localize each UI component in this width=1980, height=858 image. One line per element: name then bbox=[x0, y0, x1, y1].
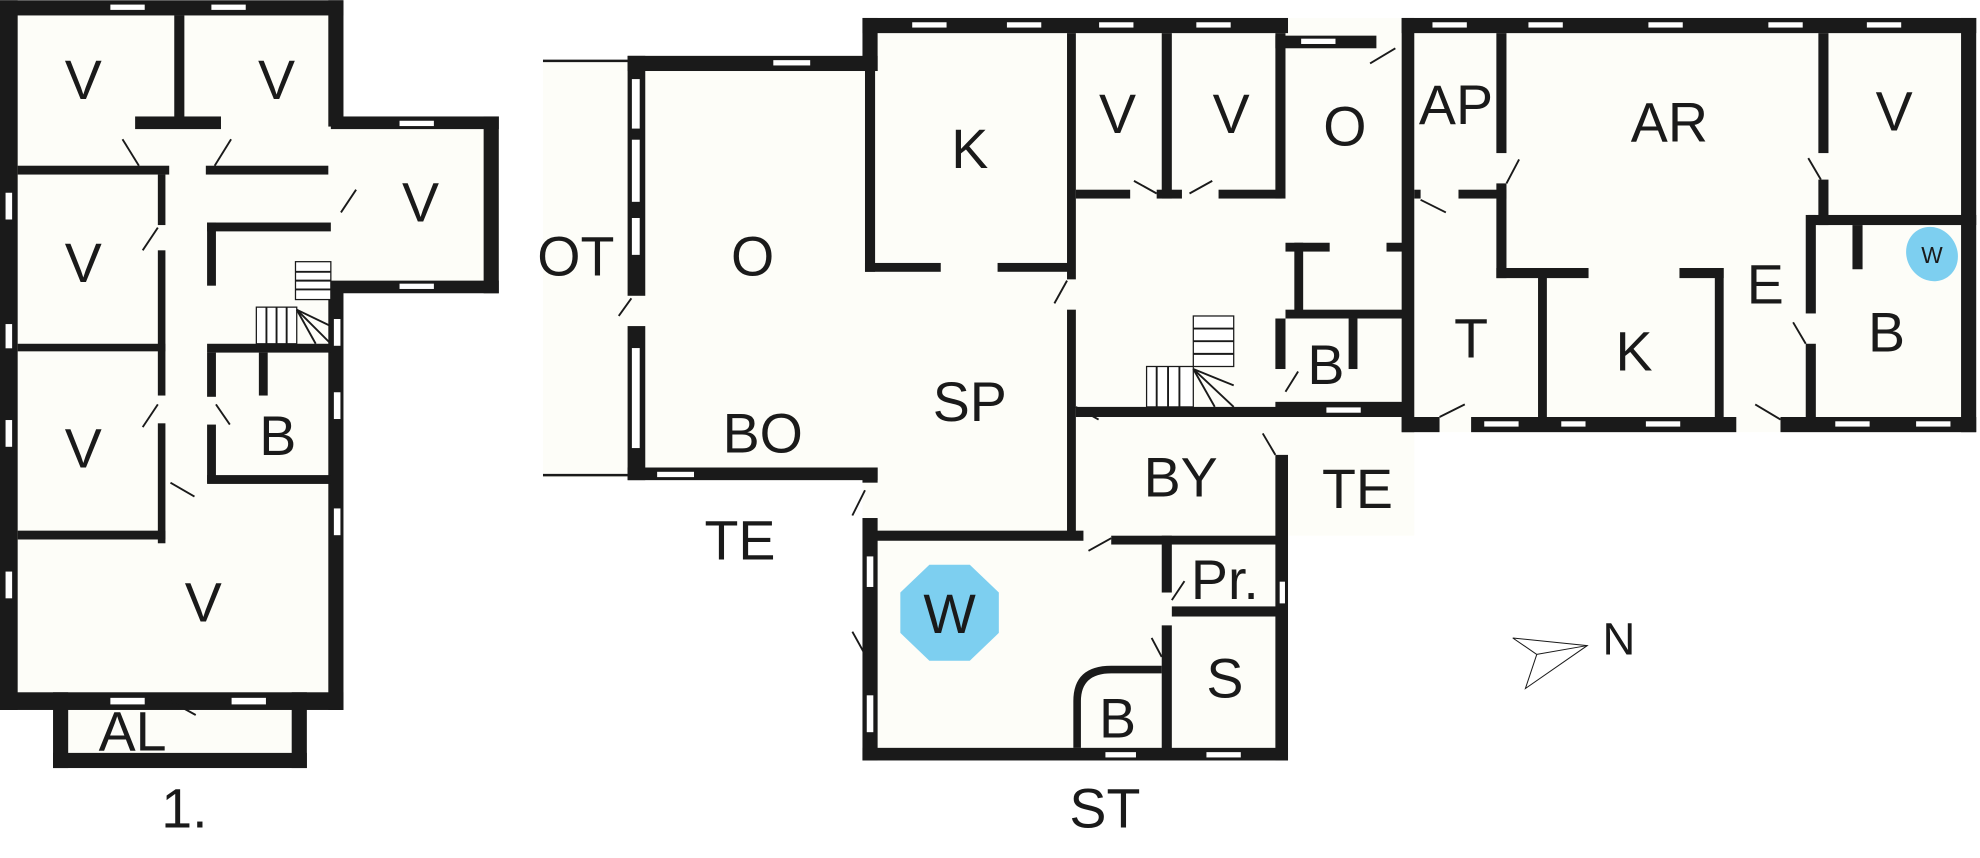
room-label: W bbox=[1921, 242, 1943, 268]
room-label: T bbox=[1454, 308, 1488, 370]
main-stairs[interactable] bbox=[1145, 315, 1235, 408]
room-label: W bbox=[923, 583, 976, 645]
room-label: ST bbox=[1069, 777, 1140, 839]
left-building-walls bbox=[0, 0, 499, 769]
room-label: E bbox=[1747, 253, 1784, 315]
room-label: BY bbox=[1144, 447, 1218, 509]
room-label: TE bbox=[1322, 458, 1393, 520]
room-label: AL bbox=[99, 700, 167, 762]
main-doors[interactable] bbox=[617, 47, 1396, 658]
room-label: V bbox=[65, 49, 102, 111]
room-label: B bbox=[1307, 334, 1344, 396]
room-label: V bbox=[65, 232, 102, 294]
north-arrow-icon bbox=[1512, 637, 1589, 690]
room-label: B bbox=[259, 405, 296, 467]
room-label: O bbox=[731, 226, 774, 288]
floor-label: 1. bbox=[161, 777, 207, 839]
room-label: V bbox=[1099, 83, 1136, 145]
room-labels: V V V V V B V AL 1. OT O BO SP K V V O B… bbox=[65, 49, 1943, 840]
room-label: V bbox=[1876, 80, 1913, 142]
floors bbox=[0, 0, 1976, 768]
right-windows bbox=[1431, 21, 1952, 428]
room-label: B bbox=[1868, 301, 1905, 363]
north-label: N bbox=[1602, 613, 1635, 664]
right-building-walls bbox=[1401, 17, 1977, 433]
room-label: V bbox=[1213, 83, 1250, 145]
left-windows bbox=[4, 3, 435, 706]
room-label: BO bbox=[723, 402, 803, 464]
room-label: V bbox=[258, 49, 295, 111]
room-label: O bbox=[1323, 96, 1366, 158]
main-building-walls bbox=[542, 17, 1415, 761]
water-small bbox=[1906, 226, 1958, 282]
left-doors[interactable] bbox=[121, 138, 357, 716]
left-stairs[interactable] bbox=[255, 261, 332, 345]
room-label: Pr. bbox=[1191, 549, 1259, 611]
room-label: SP bbox=[933, 371, 1007, 433]
room-label: AR bbox=[1631, 92, 1708, 154]
room-label: V bbox=[65, 418, 102, 480]
water-octagon bbox=[900, 564, 999, 661]
main-windows bbox=[630, 21, 1362, 759]
room-label: K bbox=[951, 118, 988, 180]
room-label: V bbox=[402, 171, 439, 233]
room-label: TE bbox=[704, 510, 775, 572]
room-label: S bbox=[1206, 647, 1243, 709]
right-doors[interactable] bbox=[1420, 157, 1822, 421]
room-label: K bbox=[1615, 320, 1652, 382]
room-label: B bbox=[1099, 688, 1136, 750]
room-label: AP bbox=[1419, 74, 1493, 136]
room-label: V bbox=[185, 572, 222, 634]
room-label: OT bbox=[537, 226, 614, 288]
